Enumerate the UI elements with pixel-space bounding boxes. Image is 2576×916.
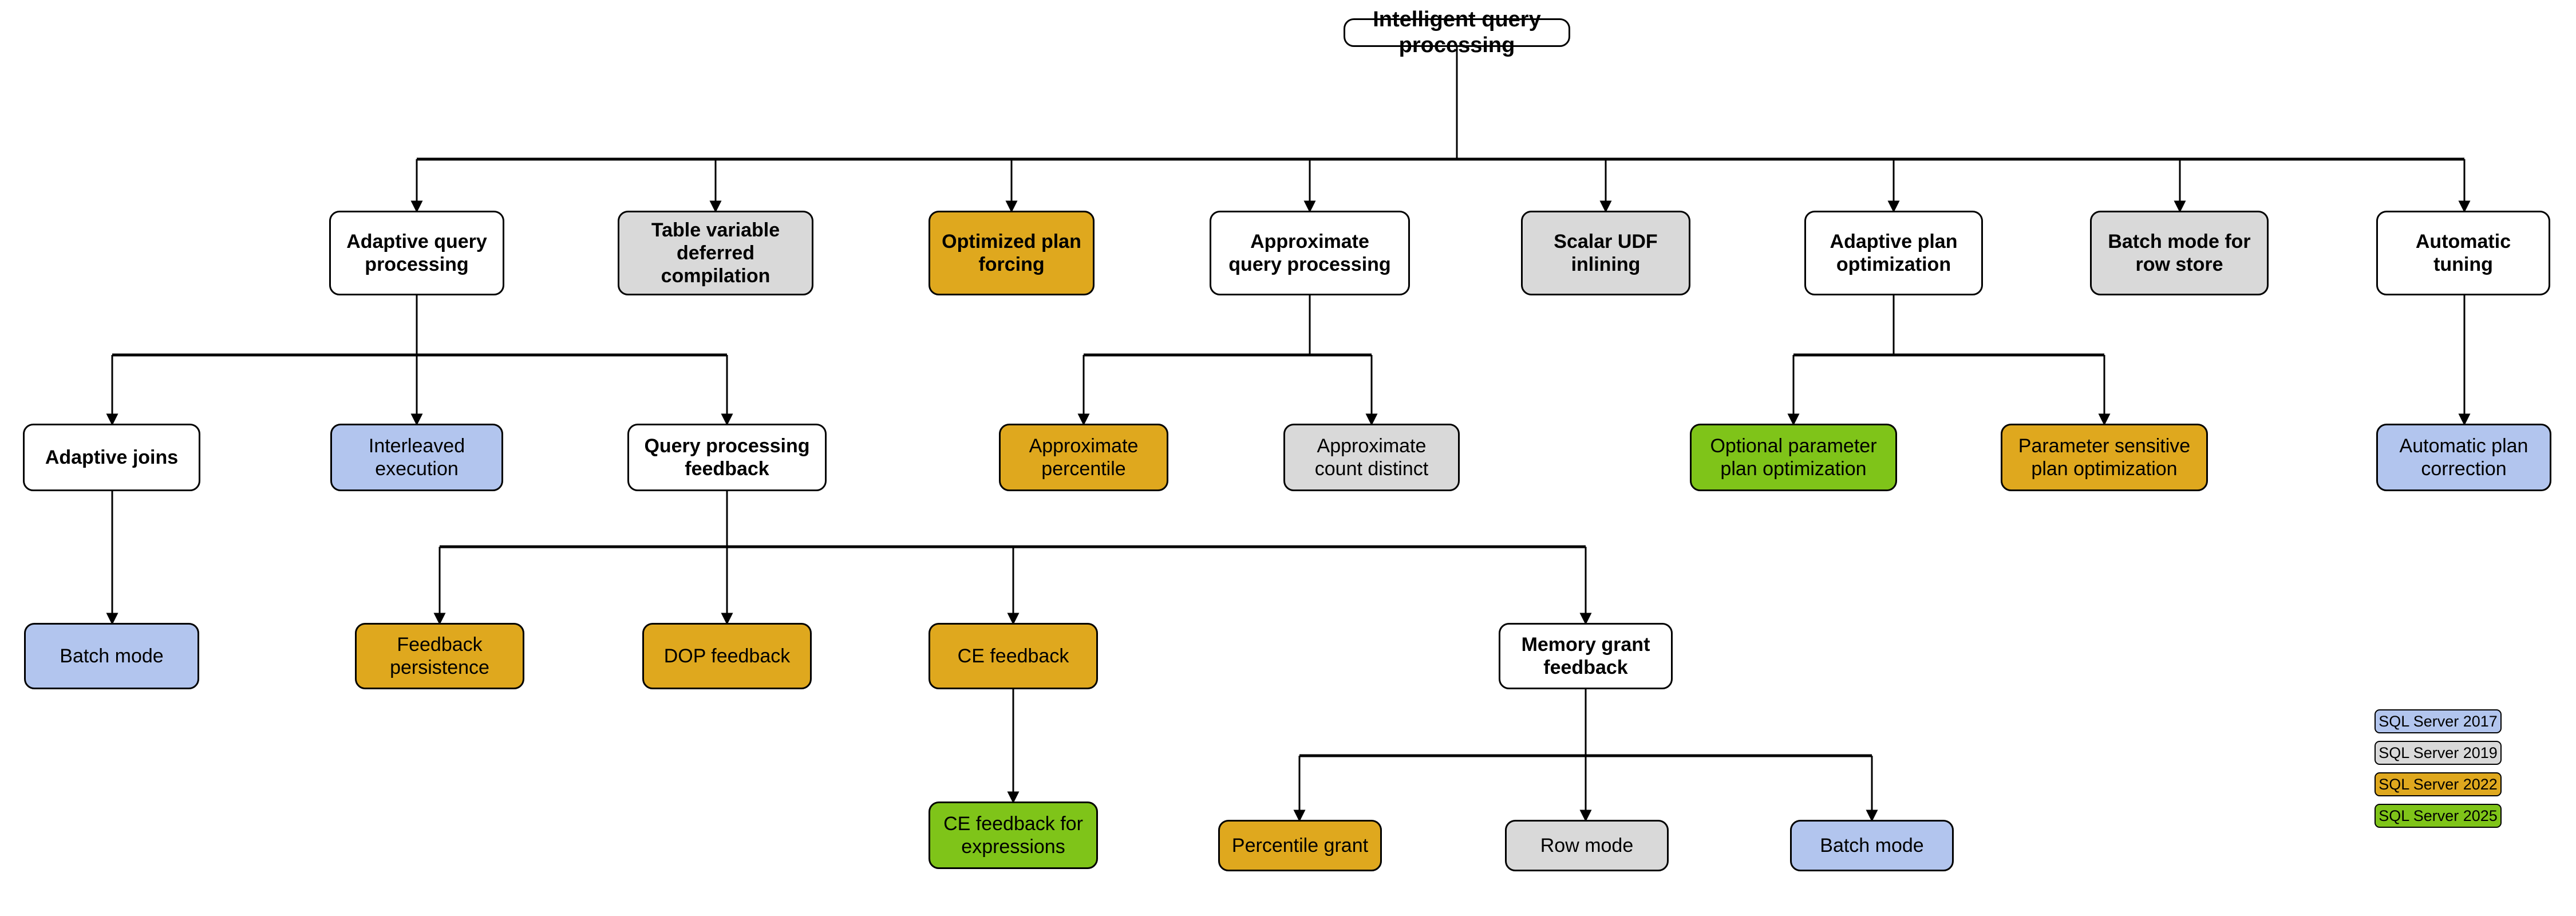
node-intelligent-query-processing[interactable]: Intelligent query processing <box>1344 7 1570 57</box>
node-automatic-tuning[interactable]: Automatic tuning <box>2376 211 2550 295</box>
legend-item-sql-server-2022: SQL Server 2022 <box>2374 772 2502 796</box>
node-memory-grant-feedback[interactable]: Memory grant feedback <box>1499 623 1673 689</box>
node-batch-mode-memory-grant[interactable]: Batch mode <box>1790 820 1954 871</box>
legend: SQL Server 2017 SQL Server 2019 SQL Serv… <box>2374 709 2502 828</box>
node-approximate-percentile[interactable]: Approximate percentile <box>999 424 1168 491</box>
node-percentile-grant[interactable]: Percentile grant <box>1218 820 1382 871</box>
node-scalar-udf-inlining[interactable]: Scalar UDF inlining <box>1521 211 1690 295</box>
node-batch-mode-for-row-store[interactable]: Batch mode for row store <box>2090 211 2269 295</box>
node-parameter-sensitive-plan-optimization[interactable]: Parameter sensitive plan optimization <box>2001 424 2208 491</box>
node-batch-mode-adaptive-joins[interactable]: Batch mode <box>24 623 199 689</box>
node-feedback-persistence[interactable]: Feedback persistence <box>355 623 524 689</box>
node-optional-parameter-plan-optimization[interactable]: Optional parameter plan optimization <box>1690 424 1897 491</box>
legend-item-sql-server-2025: SQL Server 2025 <box>2374 804 2502 828</box>
node-optimized-plan-forcing[interactable]: Optimized plan forcing <box>929 211 1095 295</box>
node-adaptive-plan-optimization[interactable]: Adaptive plan optimization <box>1804 211 1983 295</box>
node-ce-feedback-for-expressions[interactable]: CE feedback for expressions <box>929 802 1098 869</box>
node-approximate-query-processing[interactable]: Approximate query processing <box>1210 211 1410 295</box>
node-interleaved-execution[interactable]: Interleaved execution <box>330 424 503 491</box>
node-table-variable-deferred-compilation[interactable]: Table variable deferred compilation <box>618 211 813 295</box>
node-approximate-count-distinct[interactable]: Approximate count distinct <box>1283 424 1460 491</box>
node-adaptive-query-processing[interactable]: Adaptive query processing <box>329 211 504 295</box>
node-automatic-plan-correction[interactable]: Automatic plan correction <box>2376 424 2551 491</box>
node-query-processing-feedback[interactable]: Query processing feedback <box>627 424 827 491</box>
legend-item-sql-server-2017: SQL Server 2017 <box>2374 709 2502 733</box>
node-dop-feedback[interactable]: DOP feedback <box>642 623 812 689</box>
node-ce-feedback[interactable]: CE feedback <box>929 623 1098 689</box>
legend-item-sql-server-2019: SQL Server 2019 <box>2374 741 2502 765</box>
node-row-mode[interactable]: Row mode <box>1505 820 1669 871</box>
node-adaptive-joins[interactable]: Adaptive joins <box>23 424 200 491</box>
